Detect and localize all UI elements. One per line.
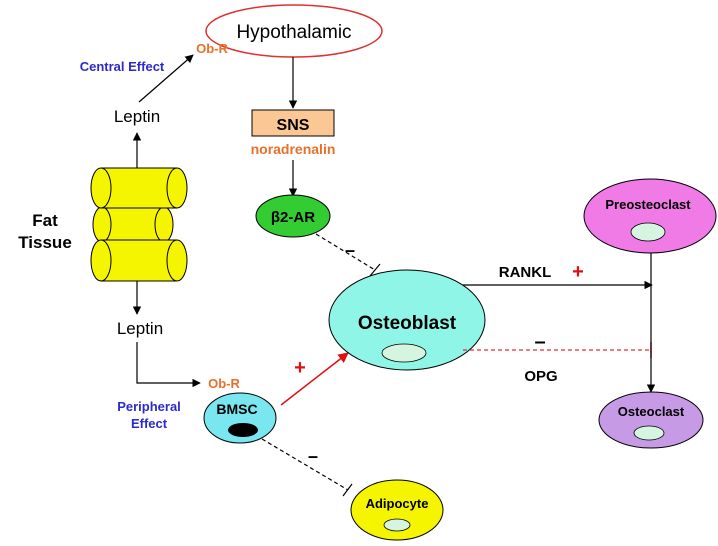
adipocyte-nucleus xyxy=(383,518,411,532)
osteoclast-nucleus xyxy=(633,425,665,441)
fat-tissue-icon xyxy=(90,167,188,282)
minus-opg-sign: – xyxy=(534,331,545,353)
bmsc-inhibit-adipocyte-bar xyxy=(342,483,353,497)
osteoblast-nucleus xyxy=(381,343,427,363)
minus-beta-sign: – xyxy=(345,240,355,260)
sns-label: SNS xyxy=(277,117,310,134)
bmsc-label: BMSC xyxy=(216,401,257,417)
hypothalamic-label: Hypothalamic xyxy=(236,22,351,43)
beta2-inhibit-bar xyxy=(369,263,381,277)
bmsc-to-osteoblast-arrow xyxy=(280,352,349,406)
adipocyte-label: Adipocyte xyxy=(366,496,429,511)
minus-adipocyte-sign: – xyxy=(308,446,318,466)
leptin-to-obr-peripheral-arrow xyxy=(136,342,201,388)
preosteoclast-node xyxy=(583,178,717,254)
opg-label: OPG xyxy=(524,368,557,385)
fat-tissue-label-line1: Fat xyxy=(32,211,58,230)
obr-central-label: Ob-R xyxy=(196,41,228,56)
bmsc-node xyxy=(203,392,277,444)
rankl-label: RANKL xyxy=(499,264,552,281)
adipocyte-node xyxy=(350,479,444,541)
plus-bmsc-sign: + xyxy=(294,357,306,379)
bmsc-nucleus xyxy=(228,423,258,437)
preosteoclast-nucleus xyxy=(630,222,666,242)
peripheral-effect-label-line1: Peripheral xyxy=(117,399,181,414)
beta2ar-node xyxy=(255,194,331,238)
leptin-bottom-label: Leptin xyxy=(117,319,163,338)
bmsc-inhibit-adipocyte-line xyxy=(261,438,349,491)
beta2-inhibit-line xyxy=(315,233,376,271)
central-effect-label: Central Effect xyxy=(80,59,165,74)
beta2ar-label: β2-AR xyxy=(271,209,315,226)
hypothalamic-node xyxy=(205,4,383,58)
osteoclast-node xyxy=(598,391,704,449)
peripheral-effect-label-line2: Effect xyxy=(131,416,168,431)
osteoclast-label: Osteoclast xyxy=(618,404,685,419)
preosteoclast-label: Preosteoclast xyxy=(605,197,691,212)
plus-rankl-sign: + xyxy=(572,261,584,283)
noradrenalin-label: noradrenalin xyxy=(251,141,336,157)
obr-peripheral-label: Ob-R xyxy=(208,376,240,391)
fat-tissue-label-line2: Tissue xyxy=(18,233,72,252)
sns-node xyxy=(251,109,335,137)
osteoblast-label: Osteoblast xyxy=(358,313,457,334)
osteoblast-node xyxy=(328,269,486,371)
leptin-top-label: Leptin xyxy=(114,107,160,126)
leptin-to-obr-central-arrow xyxy=(138,54,194,103)
